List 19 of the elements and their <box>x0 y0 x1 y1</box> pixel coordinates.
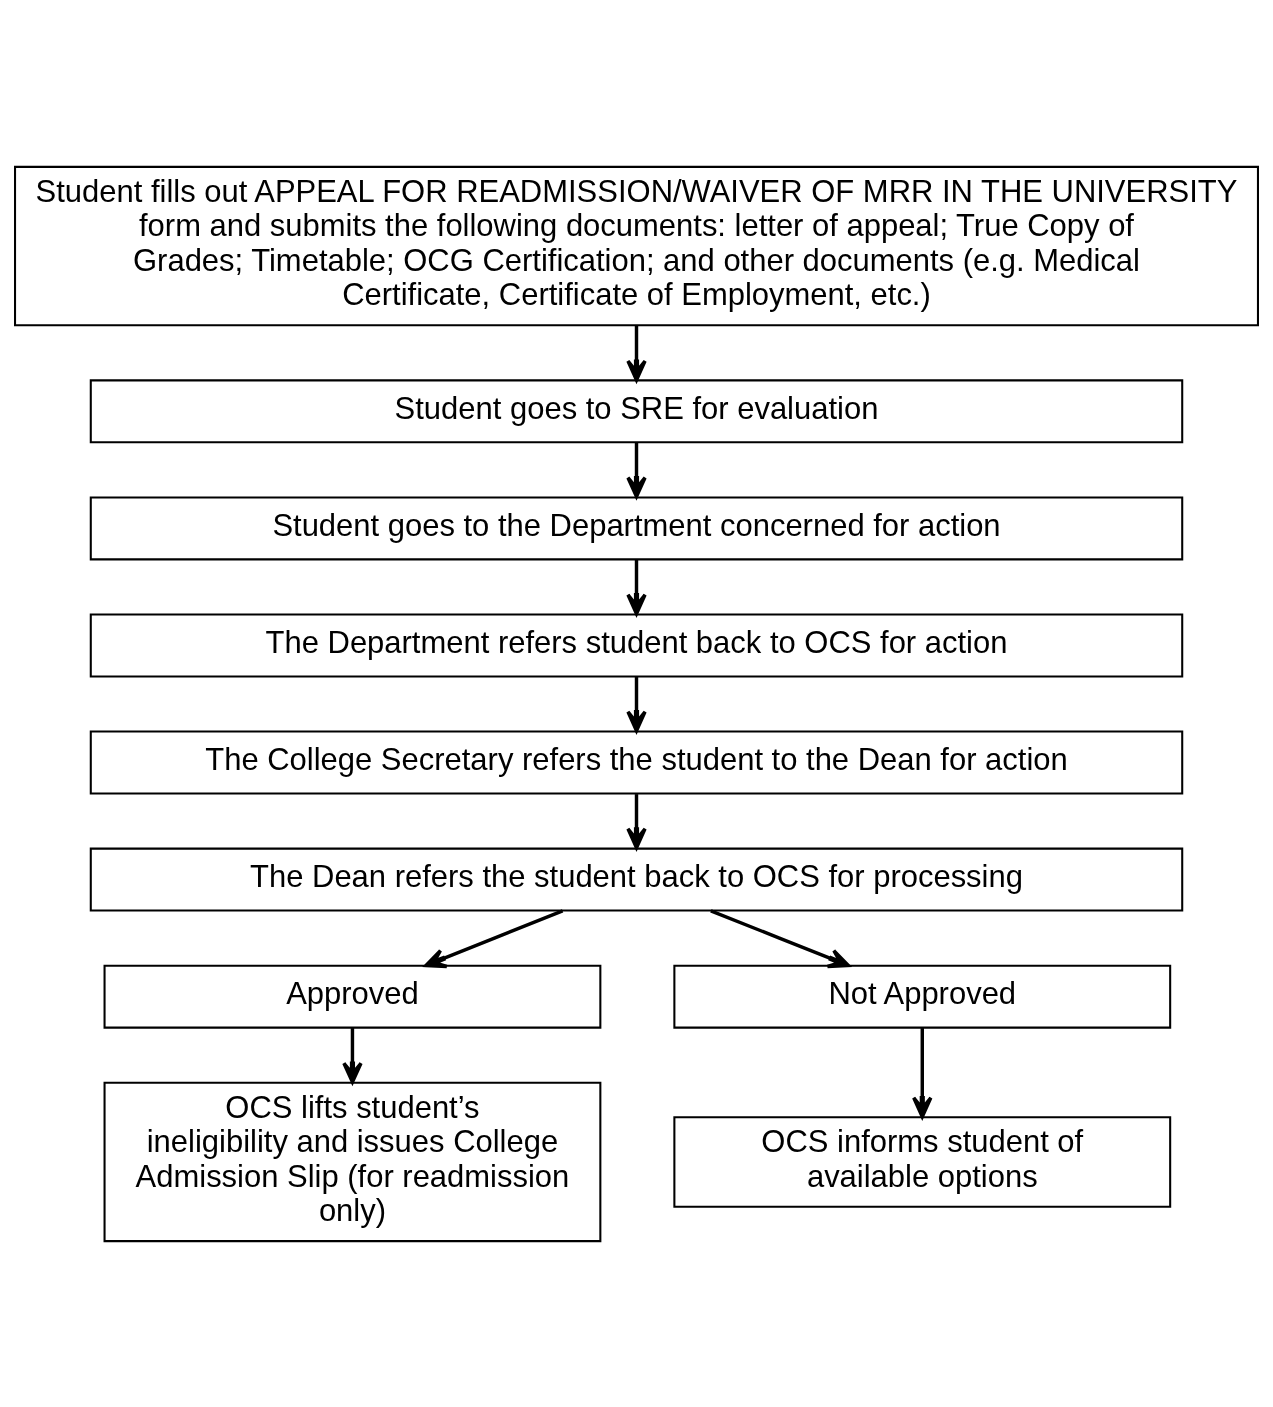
arrow <box>912 1027 933 1118</box>
arrow <box>626 442 647 498</box>
node-box: Student goes to the Department concerned for action <box>89 495 1184 560</box>
arrow <box>342 1027 363 1084</box>
node-box: Not Approved <box>673 964 1172 1029</box>
arrow <box>626 793 647 850</box>
node-box: Approved <box>103 964 602 1029</box>
node-box: The Department refers student back to OCS for action <box>89 612 1184 677</box>
arrow <box>424 908 564 968</box>
node-box: The Dean refers the student back to OCS for processing <box>89 847 1184 912</box>
node-box: OCS lifts student’s ineligibility and issues College Admission Slip (for readmission only) <box>103 1081 602 1242</box>
node-box: Student goes to SRE for evaluation <box>89 378 1184 443</box>
node-box: Student fills out APPEAL FOR READMISSION/WAIVER OF MRR IN THE UNIVERSITY form and submits the following documents: letter of appeal; True Copy of Grades; Timetable; OCG Certification; and other documents (e.g. Medical Certificate, Certificate of Employment, etc.) <box>14 165 1259 326</box>
node-box: OCS informs student of available options <box>673 1115 1172 1208</box>
arrow <box>626 559 647 615</box>
arrow <box>626 324 647 382</box>
node-box: The College Secretary refers the student to the Dean for action <box>89 730 1184 795</box>
arrow <box>710 908 850 968</box>
arrow <box>626 676 647 732</box>
